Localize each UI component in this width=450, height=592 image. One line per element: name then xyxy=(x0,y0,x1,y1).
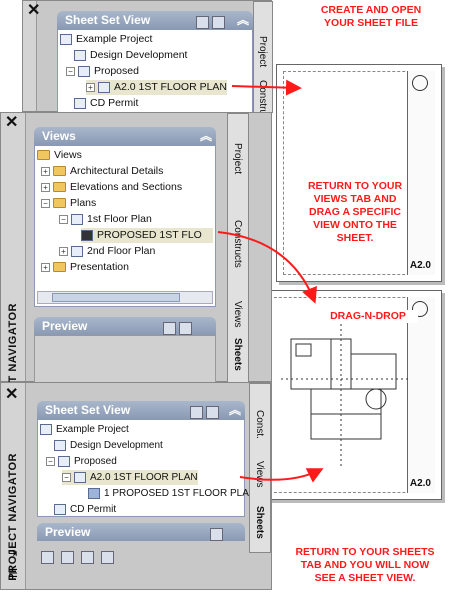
logo-seal-icon xyxy=(412,75,428,91)
annotation-drag-drop: DRAG-N-DROP xyxy=(318,310,418,323)
tools-icon[interactable] xyxy=(81,551,94,564)
tab-sheets[interactable]: Sheets xyxy=(254,505,265,539)
tab-views[interactable]: Views xyxy=(232,300,243,328)
tree-item[interactable]: −Proposed xyxy=(66,64,139,79)
zoom-icon[interactable] xyxy=(179,322,192,336)
tab-project[interactable]: Project xyxy=(232,143,243,175)
view-icon[interactable] xyxy=(210,528,223,542)
project-navigator-top: ✕ Sheet Set View ︽ Example Project Desig… xyxy=(22,0,273,128)
logo-seal-icon xyxy=(412,301,428,317)
drawing-sheet-with-view: A2.0 xyxy=(262,290,442,500)
sheet-tree: Example Project Design Development −Prop… xyxy=(40,422,256,517)
tree-item-selected[interactable]: −A2.0 1ST FLOOR PLAN xyxy=(62,470,198,485)
views-panel-header[interactable]: Views ︽ xyxy=(34,127,216,145)
tab-strip: Project Constructs Views Sheets xyxy=(227,113,249,383)
panel-header[interactable]: Sheet Set View ︽ xyxy=(57,11,253,30)
tree-item[interactable]: Design Development xyxy=(74,48,187,63)
tree-item[interactable]: CD Permit xyxy=(54,502,116,517)
panel-title: Sheet Set View xyxy=(65,13,151,27)
drawing-sheet-empty: A2.0 xyxy=(276,64,442,282)
tab-strip: Const. Views Sheets xyxy=(249,383,271,553)
collapse-icon[interactable]: ︽ xyxy=(228,403,241,417)
palette-strip xyxy=(23,1,37,111)
tree-item-selected[interactable]: PROPOSED 1ST FLO xyxy=(81,228,213,243)
project-navigator-bottom: ✕ PROJECT NAVIGATOR ⇥ ☰ Sheet Set View ︽… xyxy=(0,382,272,590)
menu-icon[interactable]: ☰ xyxy=(8,568,18,580)
project-navigator-middle: ✕ PROJECT NAVIGATOR Views ︽ Views +Archi… xyxy=(0,112,272,431)
panel-header[interactable]: Sheet Set View ︽ xyxy=(37,401,245,420)
tab-constructs[interactable]: Constructs xyxy=(232,220,243,268)
annotation-return-sheets: RETURN TO YOUR SHEETS TAB AND YOU WILL N… xyxy=(295,546,435,584)
collapse-icon[interactable]: ︽ xyxy=(199,129,212,143)
tree-item[interactable]: Example Project xyxy=(40,422,129,437)
palette-strip xyxy=(1,113,26,381)
sheet-icon[interactable] xyxy=(189,406,203,420)
tree-item[interactable]: +Elevations and Sections xyxy=(41,180,182,195)
sync-icon[interactable] xyxy=(101,551,114,564)
open-icon[interactable] xyxy=(41,551,54,564)
sheet-number: A2.0 xyxy=(409,478,431,489)
tree-item[interactable]: +Presentation xyxy=(41,260,129,275)
preview-panel xyxy=(34,335,216,383)
preview-panel-header[interactable]: Preview xyxy=(37,523,245,542)
close-icon[interactable]: ✕ xyxy=(27,2,41,19)
close-icon[interactable]: ✕ xyxy=(5,114,19,131)
sheet-tree-panel: Example Project Design Development −Prop… xyxy=(57,29,253,113)
edit-icon[interactable] xyxy=(212,16,225,30)
collapse-icon[interactable]: ︽ xyxy=(236,13,249,27)
tree-item[interactable]: −Plans xyxy=(41,196,96,211)
tree-item[interactable]: 1 PROPOSED 1ST FLOOR PLAN xyxy=(88,486,256,501)
tree-item[interactable]: Views xyxy=(37,148,82,163)
sheet-tree-panel: Example Project Design Development −Prop… xyxy=(37,419,256,517)
tab-sheets[interactable]: Sheets xyxy=(232,337,243,371)
views-tree: Views +Architectural Details +Elevations… xyxy=(37,148,213,288)
view-icon[interactable] xyxy=(162,322,176,336)
tab-strip: Project Constructs xyxy=(253,1,273,128)
tree-item[interactable]: +Architectural Details xyxy=(41,164,163,179)
sheet-number: A2.0 xyxy=(409,260,431,271)
preview-title: Preview xyxy=(42,319,88,333)
close-icon[interactable]: ✕ xyxy=(5,386,19,403)
tab-views[interactable]: Views xyxy=(254,460,265,488)
panel-title: Views xyxy=(42,129,76,143)
floor-plan-drawing xyxy=(281,319,411,469)
tree-item[interactable]: Design Development xyxy=(54,438,163,453)
arrow-drag-drop xyxy=(217,231,317,304)
tree-item[interactable]: +2nd Floor Plan xyxy=(59,244,155,259)
tab-project[interactable]: Project xyxy=(257,36,268,68)
edit-icon[interactable] xyxy=(206,406,219,420)
arrow-to-sheet xyxy=(231,79,302,96)
tree-item[interactable]: Example Project xyxy=(60,32,152,47)
tab-constructs[interactable]: Const. xyxy=(254,409,265,439)
views-tree-panel: Views +Architectural Details +Elevations… xyxy=(34,145,216,307)
preview-title: Preview xyxy=(45,525,91,539)
tree-item-selected[interactable]: +A2.0 1ST FLOOR PLAN xyxy=(86,80,228,95)
sheet-tree: Example Project Design Development −Prop… xyxy=(60,32,250,112)
annotation-return-views: RETURN TO YOUR VIEWS TAB AND DRAG A SPEC… xyxy=(307,180,403,244)
title-block xyxy=(407,71,435,275)
tab-constructs[interactable]: Constructs xyxy=(257,80,268,128)
tree-item[interactable]: −Proposed xyxy=(46,454,117,469)
title-block xyxy=(407,297,435,493)
palette-strip xyxy=(1,383,26,589)
refresh-icon[interactable] xyxy=(61,551,74,564)
tree-item[interactable]: CD Permit xyxy=(74,96,138,111)
tree-item[interactable]: −1st Floor Plan xyxy=(59,212,152,227)
annotation-create-open: CREATE AND OPEN YOUR SHEET FILE xyxy=(320,4,422,29)
panel-title: Sheet Set View xyxy=(45,403,131,417)
horizontal-scrollbar[interactable] xyxy=(37,291,213,304)
sheet-icon[interactable] xyxy=(195,16,209,30)
auto-hide-icon[interactable]: ⇥ xyxy=(8,548,18,560)
preview-panel-header[interactable]: Preview xyxy=(34,317,216,336)
bottom-toolbar xyxy=(37,547,245,569)
arrow-sheet-view xyxy=(239,468,324,483)
